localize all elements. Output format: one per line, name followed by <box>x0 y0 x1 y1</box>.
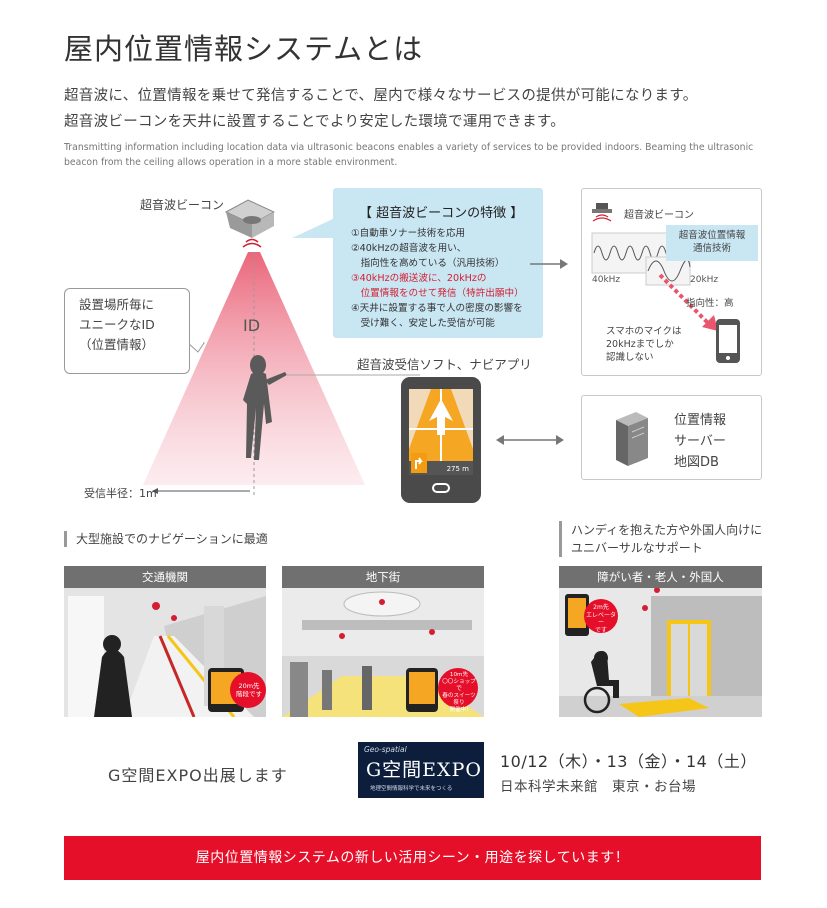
bubble-line: 設置場所毎に <box>79 297 155 312</box>
photo-caption: 地下街 <box>282 566 484 588</box>
app-label: 超音波受信ソフト、ナビアプリ <box>357 357 532 372</box>
server-line: 地図DB <box>674 455 719 470</box>
mic-note-line: 20kHzまでしか <box>606 339 674 350</box>
expo-venue: 日本科学未来館 東京・お台場 <box>500 779 696 795</box>
photo-caption: 交通機関 <box>64 566 266 588</box>
popup-line: 20m先 <box>238 682 260 690</box>
nav-map-graphic <box>409 389 473 475</box>
section-heading-navigation: 大型施設でのナビゲーションに最適 <box>64 531 268 547</box>
person-silhouette <box>243 355 287 460</box>
smartphone-app-graphic: 275 m <box>401 377 481 503</box>
page-title: 屋内位置情報システムとは <box>64 32 424 66</box>
lead-line-2: 超音波ビーコンを天井に設置することでより安定した環境で運用できます。 <box>64 114 566 130</box>
feature-title: 【 超音波ビーコンの特徴 】 <box>359 206 524 221</box>
tech-box: 超音波位置情報 通信技術 <box>666 225 758 261</box>
popup-line: 階段です <box>236 690 262 698</box>
photo-popup: 2m先 エレベーター です <box>585 604 617 634</box>
feature-item-highlight: ③40kHzの搬送波に、20kHzの <box>351 273 487 284</box>
bubble-line: ユニークなID <box>79 317 155 332</box>
popup-line: 〇〇ショップで <box>442 679 476 692</box>
id-label: ID <box>243 316 261 335</box>
feature-item: ②40kHzの超音波を用い、 <box>351 243 467 254</box>
lead-line-1: 超音波に、位置情報を乗せて発信することで、屋内で様々なサービスの提供が可能になり… <box>64 88 698 104</box>
tech-beacon-label: 超音波ビーコン <box>624 210 694 221</box>
beacon-icon <box>224 199 276 248</box>
popup-line: エレベーター <box>585 611 616 627</box>
server-line: 位置情報 <box>674 413 727 428</box>
photo-caption: 障がい者・老人・外国人 <box>559 566 762 588</box>
photo-accessibility: 障がい者・老人・外国人 2m先 エレベーター です <box>559 566 762 717</box>
feature-item-highlight: 位置情報をのせて発信（特許出願中） <box>351 288 524 299</box>
popup-line: 春のスイーツ祭り <box>442 693 476 706</box>
server-line: サーバー <box>674 434 726 449</box>
photo-transport: 交通機関 20m先 階段です <box>64 566 266 717</box>
directivity-label: 指向性：高 <box>686 298 734 309</box>
nav-app-screen: 275 m <box>409 389 473 475</box>
feature-item: 指向性を高めている（汎用技術） <box>351 258 505 269</box>
photo-popup: 20m先 階段です <box>232 682 266 698</box>
logo-top-text: Geo-spatial <box>364 745 407 754</box>
section-heading-line: ユニバーサルなサポート <box>571 541 703 555</box>
underground-mall-graphic <box>282 566 484 717</box>
server-panel: 位置情報 サーバー 地図DB <box>581 395 762 480</box>
logo-sub-text: 地理空間情報科学で未来をつくる <box>370 786 453 792</box>
section-heading-universal: ハンディを抱えた方や外国人向けに ユニバーサルなサポート <box>559 521 762 557</box>
smartphone-icon <box>716 319 740 363</box>
popup-line: 10m先 <box>449 672 469 678</box>
arrow-right-icon <box>530 259 568 269</box>
popup-line: 2m先 <box>593 604 609 611</box>
expo-label: G空間EXPO出展します <box>108 766 288 785</box>
server-text: 位置情報 サーバー 地図DB <box>674 410 726 473</box>
server-icon <box>616 412 648 466</box>
nav-distance: 275 m <box>446 465 469 473</box>
feature-box: 【 超音波ビーコンの特徴 】 ①自動車ソナー技術を応用 ②40kHzの超音波を用… <box>333 188 543 338</box>
home-button <box>432 483 450 493</box>
photo-popup: 10m先 〇〇ショップで 春のスイーツ祭り 開催中! <box>440 672 478 714</box>
double-arrow-icon <box>496 435 564 445</box>
receive-radius-label: 受信半径：1m <box>84 487 157 500</box>
expo-date: 10/12（木）・13（金）・14（土） <box>500 752 757 771</box>
tech-box-line: 通信技術 <box>692 243 731 254</box>
tech-panel: 超音波ビーコン 超音波位置情報 通信技術 40kHz 20kHz 指向性：高 ス… <box>581 188 762 376</box>
speaker-icon <box>592 203 612 222</box>
popup-line: です <box>594 626 607 634</box>
freq-40-label: 40kHz <box>592 275 621 285</box>
bubble-line: （位置情報） <box>79 337 155 352</box>
logo-main-text: G空間EXPO <box>366 759 482 781</box>
feature-item: ④天井に設置する事で人の密度の影響を <box>351 303 523 314</box>
mic-note-line: 認識しない <box>606 352 654 363</box>
id-bubble: 設置場所毎に ユニークなID （位置情報） <box>64 288 190 374</box>
g-expo-logo: Geo-spatial G空間EXPO 地理空間情報科学で未来をつくる <box>358 742 484 798</box>
beacon-label: 超音波ビーコン <box>140 198 225 212</box>
transport-station-graphic <box>64 566 266 717</box>
feature-item: ①自動車ソナー技術を応用 <box>351 228 466 239</box>
mic-note: スマホのマイクは 20kHzまでしか 認識しない <box>606 325 682 364</box>
freq-20-label: 20kHz <box>690 275 719 285</box>
elevator-scene-graphic <box>559 566 762 717</box>
photo-underground: 地下街 10m先 〇〇ショップで 春のスイーツ祭り 開催中! <box>282 566 484 717</box>
tech-box-line: 超音波位置情報 <box>678 230 746 241</box>
english-description: Transmitting information including locat… <box>64 142 754 168</box>
cta-banner[interactable]: 屋内位置情報システムの新しい活用シーン・用途を探しています！ <box>64 836 761 880</box>
beacon-diagram-graphic <box>143 199 420 498</box>
feature-item: 受け難く、安定した受信が可能 <box>351 318 495 329</box>
section-heading-line: ハンディを抱えた方や外国人向けに <box>571 523 763 537</box>
popup-line: 開催中! <box>449 707 469 713</box>
mic-note-line: スマホのマイクは <box>606 326 682 337</box>
